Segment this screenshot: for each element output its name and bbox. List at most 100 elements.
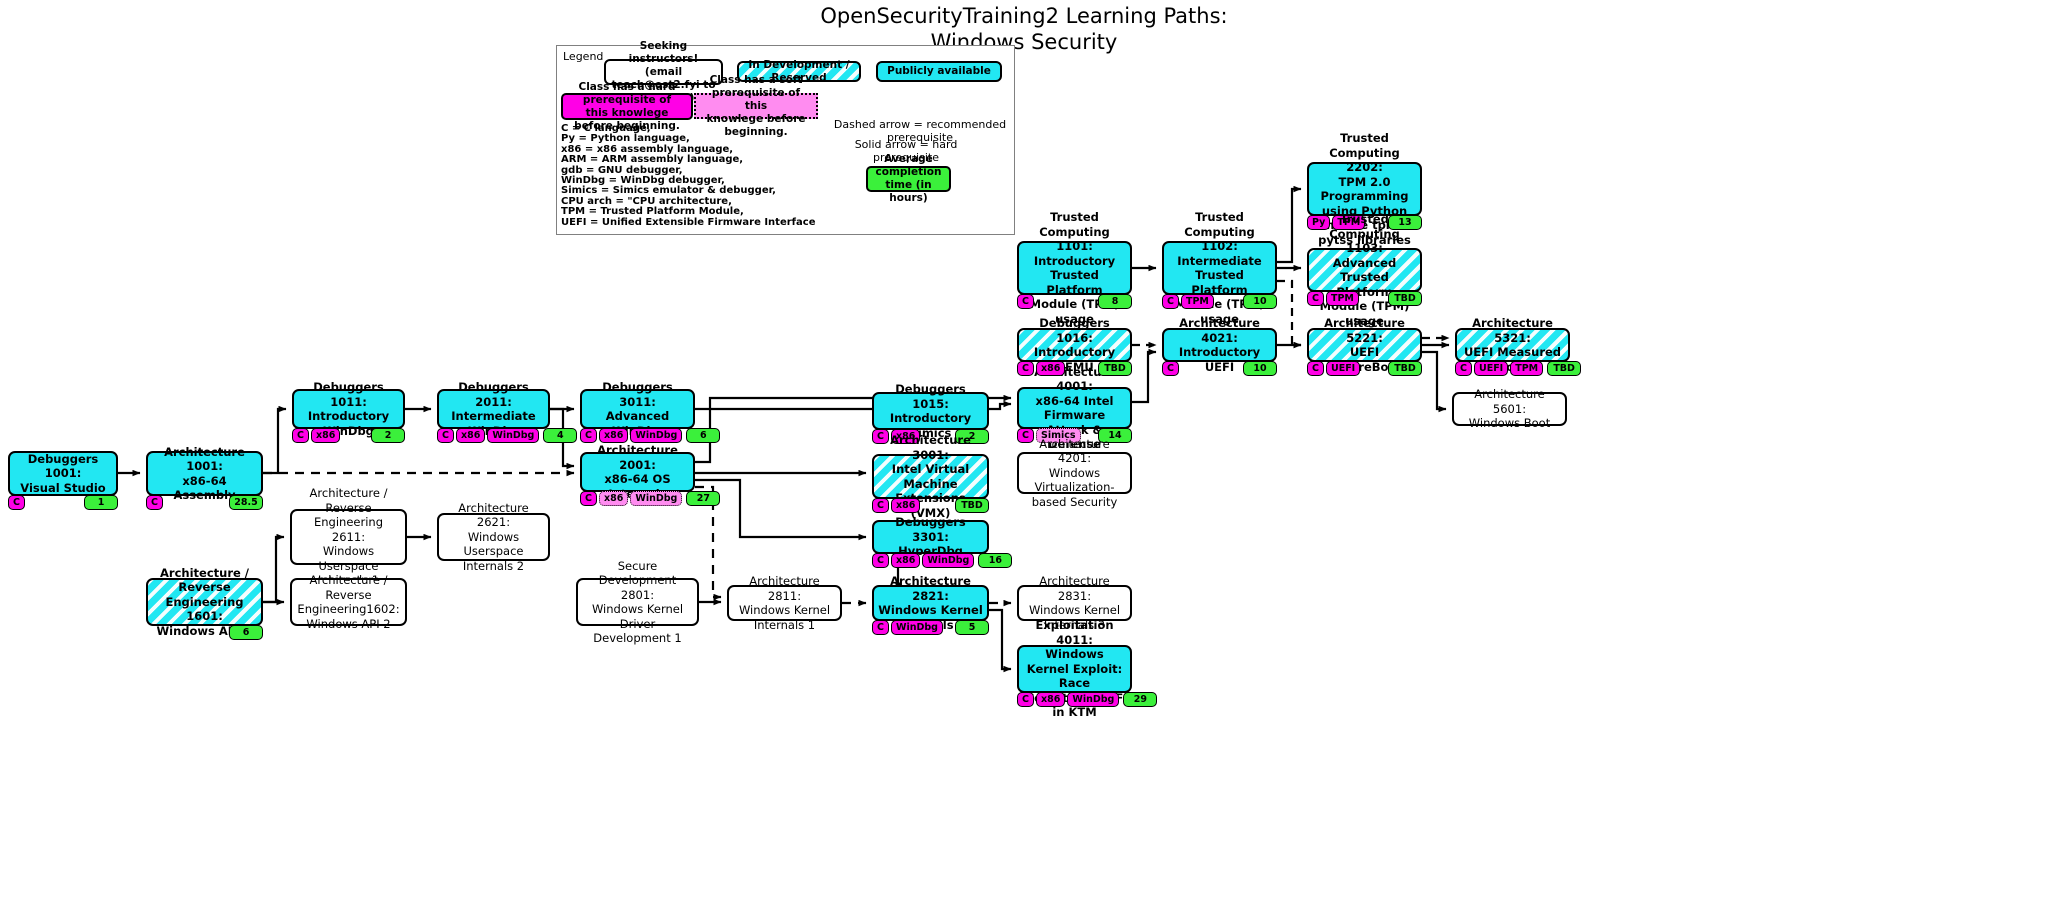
course-node-exp4011[interactable]: Exploitation 4011: Windows Kernel Exploi… (1017, 618, 1132, 719)
prereq-tag-hard: C (1017, 428, 1034, 443)
prereq-tag-hard: C (1017, 692, 1034, 707)
prereq-tag-hard: C (872, 498, 889, 513)
course-node-label: Trusted Computing 1101: Introductory Tru… (1029, 210, 1120, 326)
prereq-tag-hard: x86 (310, 428, 341, 443)
completion-hours-badge: 29 (1123, 692, 1158, 707)
course-node-arch2811[interactable]: Architecture 2811: Windows Kernel Intern… (727, 574, 842, 632)
prereq-tag-hard: C (1455, 361, 1472, 376)
course-node-label: Architecture / Reverse Engineering1602: … (297, 573, 400, 631)
completion-hours-badge: 4 (543, 428, 578, 443)
legend-abbreviation-definitions: C = C language, Py = Python language, x8… (561, 123, 816, 228)
course-node-tc1102[interactable]: Trusted Computing 1102: Intermediate Tru… (1162, 210, 1277, 326)
completion-hours-badge: 10 (1243, 294, 1277, 309)
course-node-label: Architecture 2811: Windows Kernel Intern… (738, 574, 831, 632)
legend-publicly-available-box: Publicly available (876, 61, 1002, 82)
completion-hours-badge: TBD (1547, 361, 1582, 376)
completion-hours-badge: 2 (955, 429, 989, 444)
course-node-tc2202[interactable]: Trusted Computing 2202: TPM 2.0 Programm… (1307, 131, 1422, 247)
course-node-label: Architecture 5601: Windows Boot (1468, 387, 1551, 431)
course-node-arch3001[interactable]: Architecture 3001: Intel Virtual Machine… (872, 433, 989, 520)
course-node-sd2801[interactable]: Secure Development 2801: Windows Kernel … (576, 559, 699, 645)
completion-hours-badge: TBD (1388, 291, 1422, 306)
course-node-arch2001[interactable]: Architecture 2001: x86-64 OS Internals (580, 443, 695, 501)
course-node-arch4201[interactable]: Architecture 4201: Windows Virtualizatio… (1017, 437, 1132, 509)
course-node-arch1001[interactable]: Architecture 1001: x86-64 Assembly (146, 445, 263, 502)
title-line-2: Windows Security (930, 30, 1118, 54)
course-node-arch4001[interactable]: Architecture 4001: x86-64 Intel Firmware… (1017, 365, 1132, 451)
prereq-tag-hard: x86 (1035, 361, 1066, 376)
course-node-dbg1001[interactable]: Debuggers 1001: Visual Studio (8, 451, 118, 496)
prereq-tag-hard: WinDbg (630, 428, 683, 443)
completion-hours-badge: TBD (1388, 361, 1422, 376)
course-node-arch5601[interactable]: Architecture 5601: Windows Boot (1452, 387, 1567, 430)
course-node-are1602[interactable]: Architecture / Reverse Engineering1602: … (290, 573, 407, 631)
completion-hours-badge: 10 (1243, 361, 1277, 376)
course-node-dbg3011[interactable]: Debuggers 3011: Advanced WinDbg (580, 380, 695, 438)
title-line-1: OpenSecurityTraining2 Learning Paths: (820, 4, 1228, 28)
course-node-arch2821[interactable]: Architecture 2821: Windows Kernel Intern… (872, 574, 989, 632)
prereq-tag-soft: x86 (598, 491, 629, 506)
prereq-tag-hard: WinDbg (1067, 692, 1120, 707)
course-node-label: Architecture 2621: Windows Userspace Int… (458, 500, 529, 573)
course-node-label: Architecture 3001: Intel Virtual Machine… (890, 433, 971, 520)
prereq-tag-hard: C (1307, 361, 1324, 376)
legend-solid-arrow-caption: Solid arrow = hard prerequisite (854, 138, 958, 164)
completion-hours-badge: 28.5 (229, 495, 263, 510)
course-node-tag-strip: C 28.5 (146, 495, 263, 510)
legend-in-development-label: In Development / Reserved (748, 58, 850, 84)
course-node-label: Trusted Computing 1102: Intermediate Tru… (1175, 210, 1265, 326)
course-node-arch2831[interactable]: Architecture 2831: Windows Kernel Intern… (1017, 574, 1132, 632)
course-node-dbg2011[interactable]: Debuggers 2011: Intermediate WinDbg (437, 380, 550, 438)
course-node-dbg1011[interactable]: Debuggers 1011: Introductory WinDbg (292, 380, 405, 438)
course-node-arch5221[interactable]: Architecture 5221: UEFI SecureBoot (1307, 316, 1422, 374)
prereq-tag-hard: C (872, 429, 889, 444)
completion-hours-badge: 2 (371, 428, 405, 443)
prereq-tag-hard: TPM (1332, 215, 1366, 230)
course-node-label: Architecture 4021: Introductory UEFI (1178, 316, 1261, 374)
course-node-label: Architecture 5321: UEFI Measured Boot (1463, 316, 1562, 374)
course-node-dbg1016[interactable]: Debuggers 1016: Introductory QEMU (1017, 316, 1132, 374)
prereq-tag-hard: C (1162, 361, 1179, 376)
completion-hours-badge: 14 (1098, 428, 1132, 443)
prereq-tag-hard: C (146, 495, 163, 510)
course-node-arch2621[interactable]: Architecture 2621: Windows Userspace Int… (437, 501, 550, 573)
legend-dashed-arrow-caption: Dashed arrow = recommended prerequisite (833, 118, 1007, 144)
course-node-label: Secure Development 2801: Windows Kernel … (591, 558, 684, 646)
prereq-tag-hard: C (580, 428, 597, 443)
course-node-are1601[interactable]: Architecture / Reverse Engineering 1601:… (146, 566, 263, 638)
prereq-tag-hard: TPM (1325, 291, 1359, 306)
legend-hard-prereq-box: Class has a hard prerequisite of this kn… (561, 81, 693, 132)
prereq-tag-hard: C (580, 491, 597, 506)
course-node-label: Architecture 4201: Windows Virtualizatio… (1031, 436, 1118, 509)
prereq-tag-hard: x86 (890, 553, 921, 568)
prereq-tag-soft: WinDbg (630, 491, 683, 506)
course-node-are2611[interactable]: Architecture / Reverse Engineering 2611:… (290, 486, 407, 587)
prereq-tag-hard: C (1017, 294, 1034, 309)
course-node-tag-strip: C 10 (1162, 361, 1277, 376)
prereq-tag-hard: C (1307, 291, 1324, 306)
prereq-tag-hard: WinDbg (487, 428, 540, 443)
course-node-tc1101[interactable]: Trusted Computing 1101: Introductory Tru… (1017, 210, 1132, 326)
legend-soft-prereq-label: Class has a soft prerequisite of this kn… (706, 73, 806, 138)
completion-hours-badge: TBD (1098, 361, 1132, 376)
course-node-label: Architecture 2831: Windows Kernel Intern… (1028, 574, 1121, 632)
course-node-arch5321[interactable]: Architecture 5321: UEFI Measured Boot (1455, 316, 1570, 374)
course-node-arch4021[interactable]: Architecture 4021: Introductory UEFI (1162, 316, 1277, 374)
course-node-tc1103[interactable]: Trusted Computing 1103: Advanced Trusted… (1307, 212, 1422, 328)
course-node-dbg3301[interactable]: Debuggers 3301: HyperDbg (872, 515, 989, 558)
course-node-label: Debuggers 1001: Visual Studio (20, 451, 106, 495)
course-node-label: Debuggers 1016: Introductory QEMU (1033, 316, 1116, 374)
course-node-dbg1015[interactable]: Debuggers 1015: Introductory Simics (872, 382, 989, 440)
completion-hours-badge: 5 (955, 620, 989, 635)
